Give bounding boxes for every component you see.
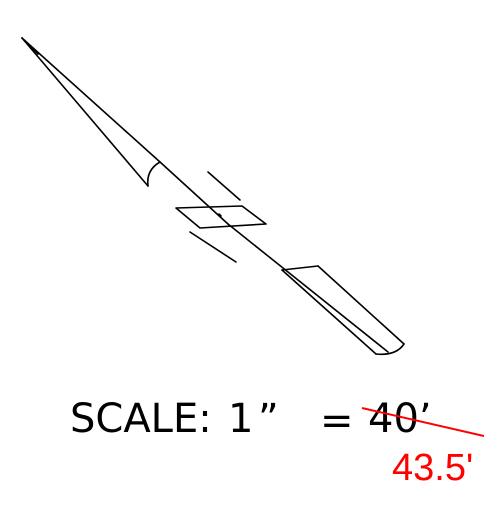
scale-revised-value: 43.5' [392, 447, 473, 489]
break-lower-tick [189, 231, 237, 263]
plank-right-edge [317, 265, 405, 345]
break-symbol [175, 171, 267, 263]
original-value-strikethrough [361, 407, 484, 437]
break-center-mark [218, 213, 222, 217]
wedge-tip-tail [21, 37, 39, 55]
break-parallelogram [175, 205, 267, 229]
right-wedge [281, 265, 405, 356]
scale-one-inch: 1 [228, 396, 253, 442]
diagonal-segment-lower [227, 223, 389, 353]
scale-prefix: SCALE: [70, 396, 212, 442]
plank-left-edge [281, 269, 377, 355]
break-upper-tick [207, 171, 241, 201]
main-diagonal [159, 161, 389, 353]
wedge-end-arc [146, 161, 161, 187]
scale-note: SCALE: 1 ” = 40’ 43.5' [70, 396, 484, 489]
scale-inch-mark: ” [258, 396, 279, 442]
diagonal-segment-upper [159, 161, 229, 225]
wedge-upper-edge [21, 37, 161, 163]
plank-end-arc [375, 343, 405, 356]
wedge-lower-edge [21, 37, 149, 187]
plank-top-edge [281, 265, 319, 271]
scale-equals: = [320, 398, 354, 444]
left-wedge [21, 37, 161, 187]
scale-original-value: 40’ [368, 396, 432, 442]
